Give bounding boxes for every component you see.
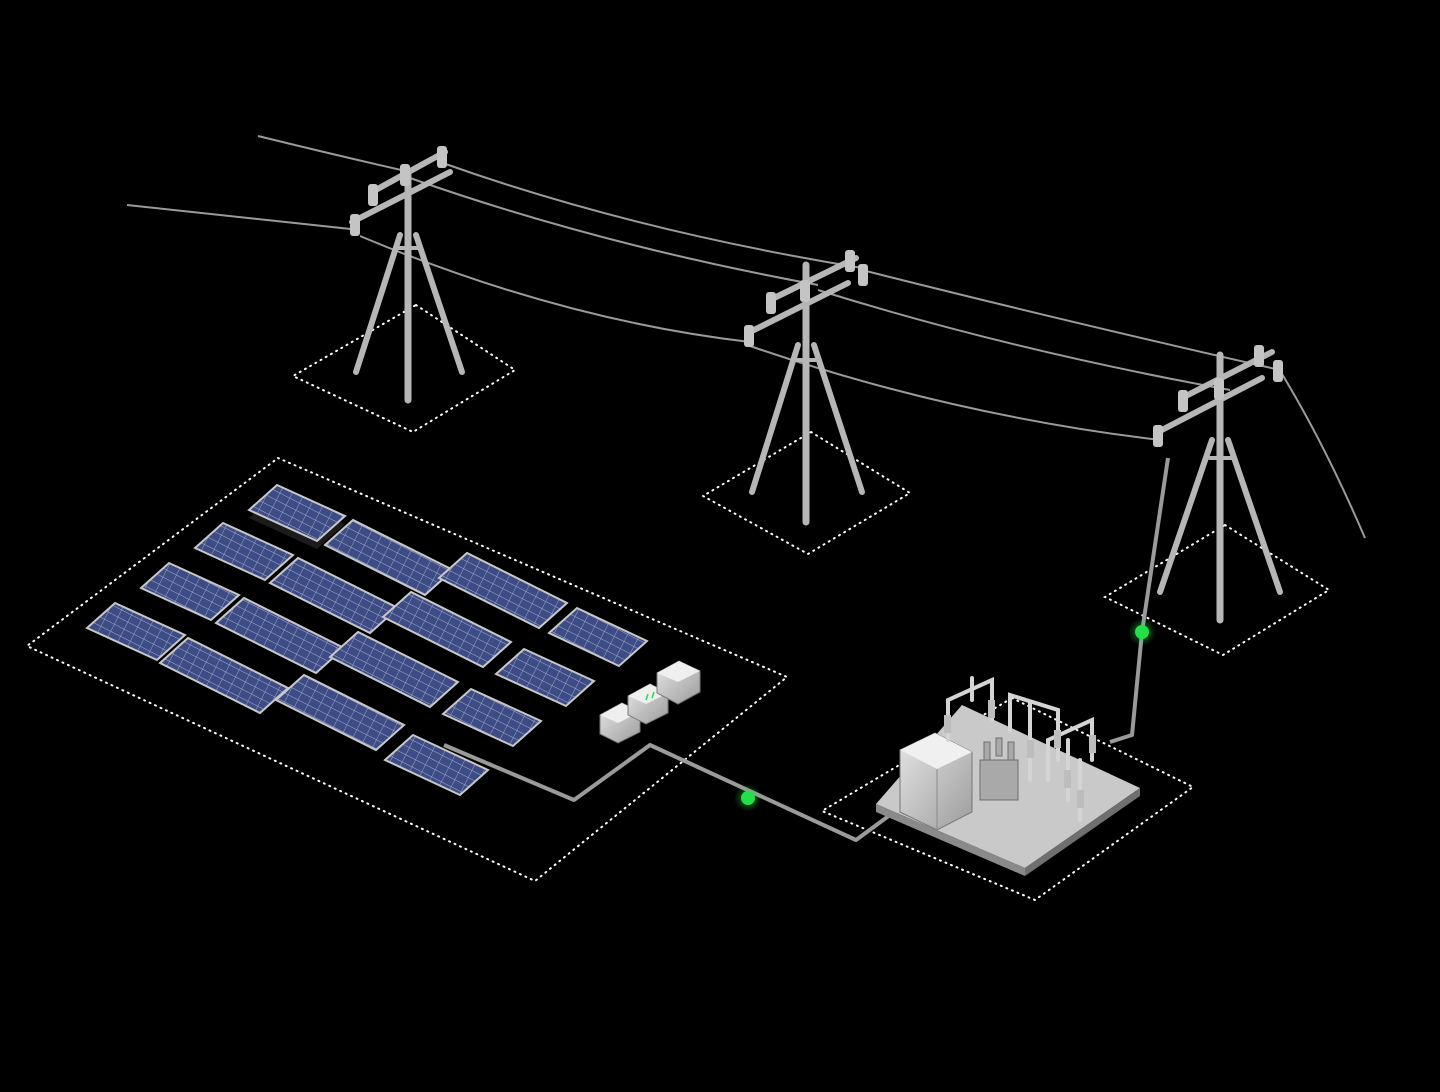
- substation-footprint: [819, 696, 1195, 902]
- solar-farm: [85, 483, 701, 797]
- substation: [876, 676, 1140, 876]
- power-line: [409, 177, 819, 286]
- connection-node-grid[interactable]: [1128, 618, 1156, 646]
- footprints: [25, 303, 1331, 902]
- pylon-2: [744, 250, 868, 526]
- solar-row-1: [247, 483, 649, 668]
- power-line: [359, 235, 751, 343]
- pylon-1: [349, 146, 465, 404]
- power-line: [817, 289, 1231, 391]
- solar-row-3: [139, 561, 543, 748]
- status-nodes: [734, 618, 1156, 812]
- substation-building: [899, 732, 973, 831]
- solar-row-2: [193, 521, 596, 708]
- cable-solar-to-substation: [443, 743, 892, 842]
- inverter-boxes: [599, 660, 701, 744]
- power-line: [126, 204, 361, 231]
- pylon-1-footprint: [290, 303, 517, 434]
- connection-node-solar[interactable]: [734, 784, 762, 812]
- solar-farm-footprint: [25, 456, 789, 883]
- power-line: [439, 161, 863, 269]
- power-line: [1281, 373, 1366, 539]
- cable-substation-to-pylon: [1109, 457, 1170, 744]
- inverter-box: [656, 660, 701, 705]
- pylon-2-footprint: [700, 430, 912, 556]
- solar-row-4: [85, 601, 490, 797]
- insulators: [944, 700, 1096, 808]
- pylon-3-footprint: [1102, 523, 1331, 657]
- transformer: [979, 737, 1019, 801]
- power-line: [257, 135, 411, 173]
- pylon-3: [1153, 345, 1283, 624]
- cables: [443, 457, 1170, 842]
